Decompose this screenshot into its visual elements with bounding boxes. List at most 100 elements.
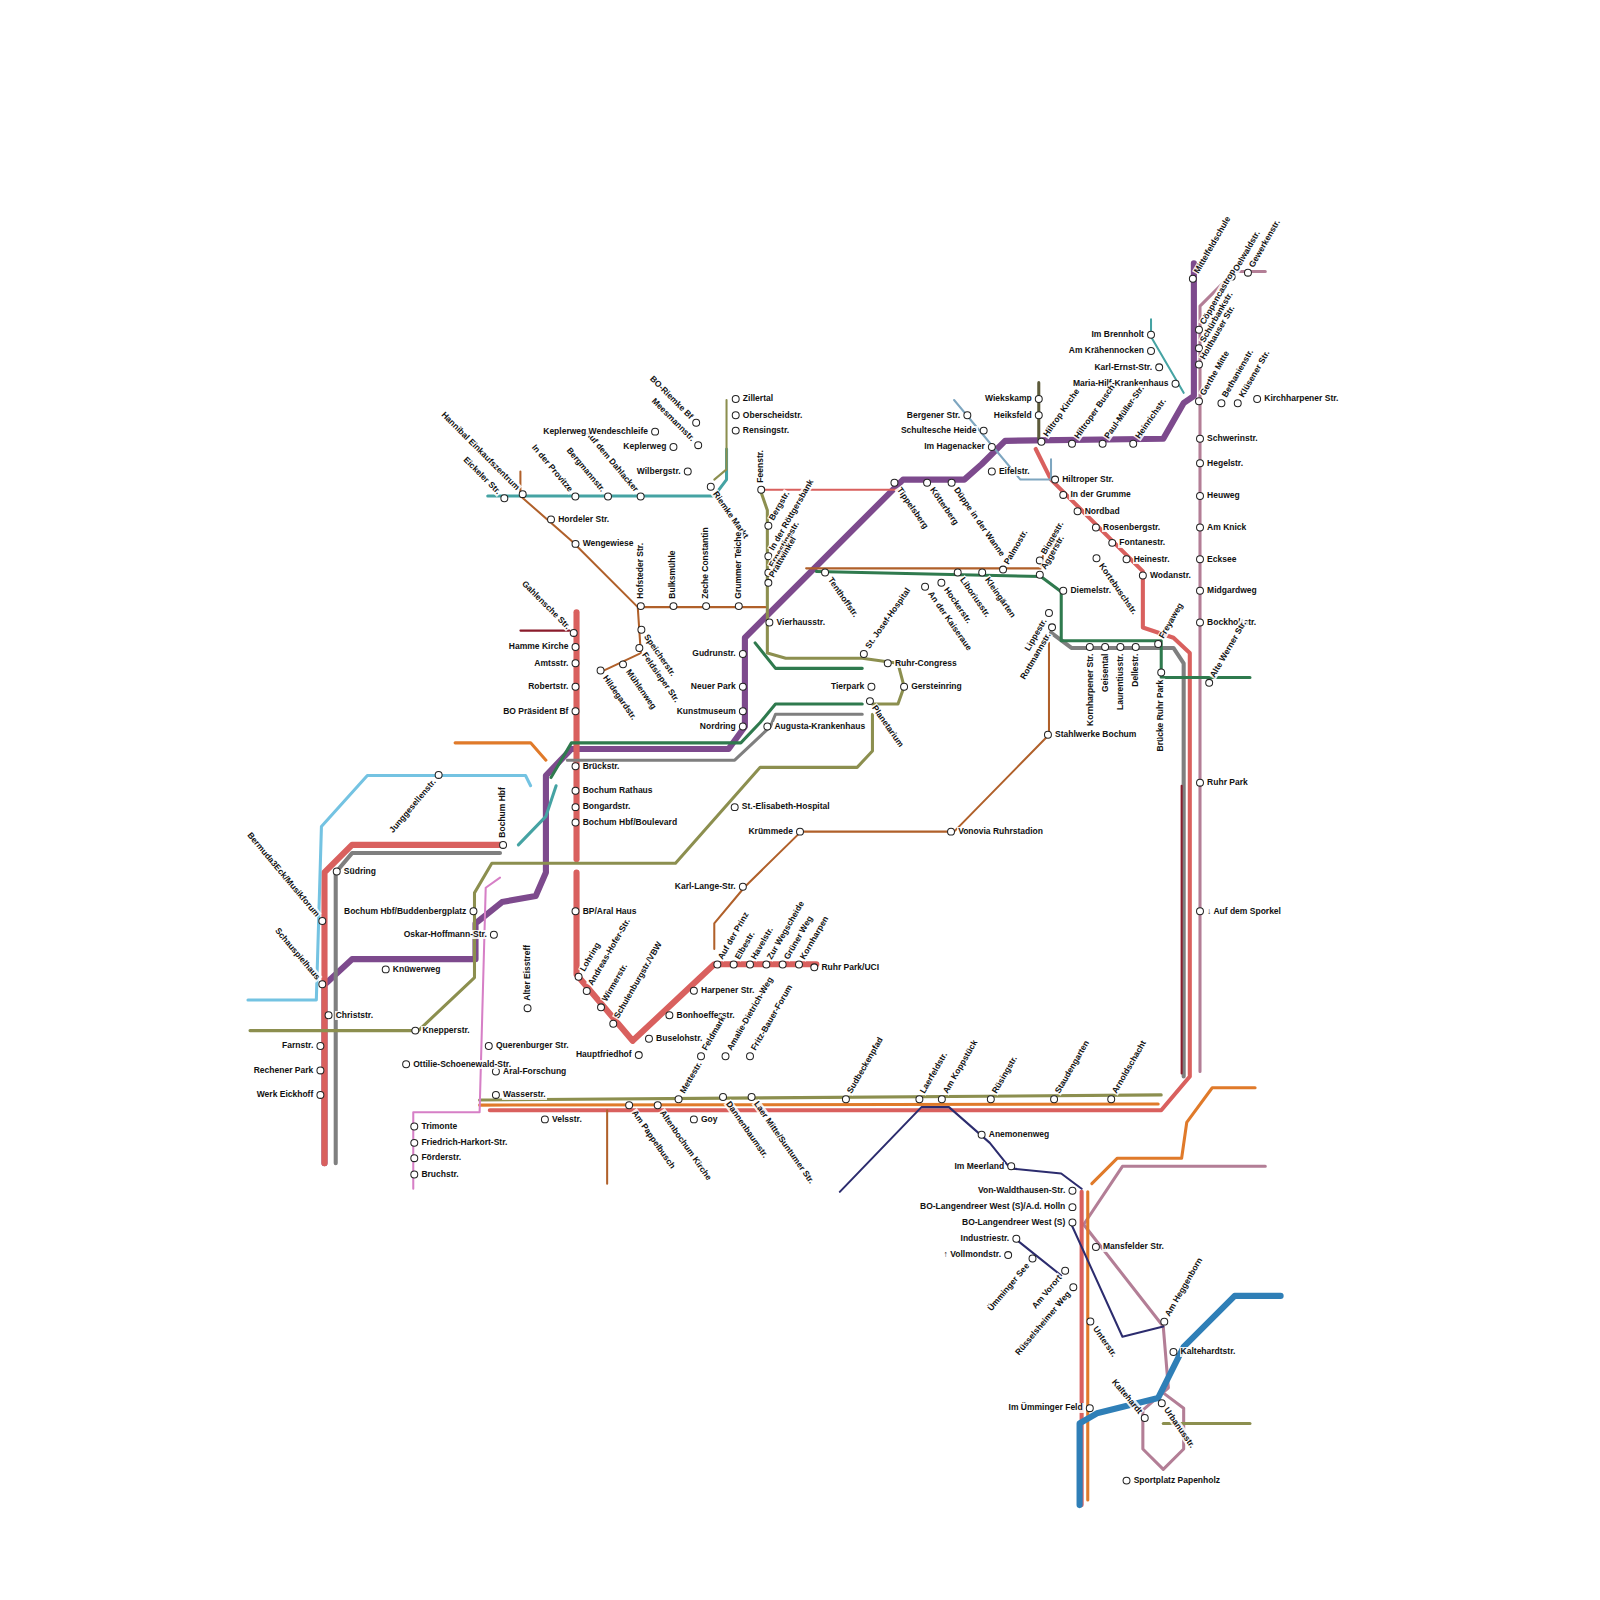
station-label: Bockholtstr. [1206, 618, 1257, 627]
station-label: Midgardweg [1206, 586, 1258, 595]
station-marker [693, 419, 700, 426]
station-marker [1046, 610, 1053, 617]
station-label: Planetarium [870, 703, 907, 750]
transit-line [490, 449, 1190, 1110]
station-marker [1060, 491, 1067, 498]
station-marker [766, 619, 773, 626]
station-marker [739, 723, 746, 730]
station-label: Karl-Ernst-Str. [1093, 363, 1153, 372]
transit-line [480, 1104, 1159, 1105]
station-marker [412, 1027, 419, 1034]
station-marker [901, 683, 908, 690]
station-marker [731, 804, 738, 811]
station-label: Tierpark [830, 682, 865, 691]
station-label: Gudrunstr. [691, 649, 736, 658]
station-label: Buselohstr. [655, 1034, 703, 1043]
station-label: Kaltehardt [1109, 1377, 1144, 1417]
station-label: In der Grumme [1069, 490, 1131, 499]
station-label: Stahlwerke Bochum [1054, 730, 1137, 739]
station-marker [1197, 492, 1204, 499]
station-marker [779, 961, 786, 968]
station-marker [1158, 1400, 1165, 1407]
station-marker [796, 961, 803, 968]
station-marker [411, 1171, 418, 1178]
station-label: Ottilie-Schoenewald-Str. [412, 1060, 512, 1069]
station-label: Harpener Str. [700, 986, 755, 995]
station-marker [403, 1061, 410, 1068]
station-marker [333, 868, 340, 875]
station-marker [675, 1096, 682, 1103]
station-marker [1197, 460, 1204, 467]
transit-line [954, 400, 1051, 480]
station-marker [1008, 1163, 1015, 1170]
station-label: Keplerweg Wendeschleife [542, 427, 649, 436]
station-label: Urbanusstr. [1161, 1405, 1197, 1451]
station-label: Bermuda3Eck/Musikforum [245, 830, 322, 920]
station-marker [979, 569, 986, 576]
station-label: St. Josef-Hospital [864, 586, 914, 652]
station-label: Kaltehardtstr. [1180, 1347, 1237, 1356]
station-marker [654, 1102, 661, 1109]
station-marker [765, 579, 772, 586]
station-label: Alter Eisstreff [523, 944, 532, 1002]
station-marker [739, 883, 746, 890]
station-marker [1069, 1204, 1076, 1211]
station-marker [1197, 619, 1204, 626]
station-label: Eifelstr. [998, 467, 1031, 476]
station-marker [860, 651, 867, 658]
station-label: Gahlensche Str. [519, 578, 572, 631]
station-marker [948, 479, 955, 486]
station-marker [980, 427, 987, 434]
station-marker [764, 723, 771, 730]
station-label: Mittelfeldschule [1192, 214, 1233, 276]
station-marker [765, 522, 772, 529]
station-marker [646, 1035, 653, 1042]
station-marker [1158, 669, 1165, 676]
station-label: Bochum Rathaus [582, 786, 654, 795]
station-marker [572, 683, 579, 690]
station-label: Hegelstr. [1206, 459, 1244, 468]
station-label: Am Knick [1206, 523, 1247, 532]
transit-line [1092, 1088, 1255, 1184]
transit-line [518, 786, 556, 845]
station-label: Vierhausstr. [776, 618, 827, 627]
station-marker [924, 479, 931, 486]
station-marker [1069, 1187, 1076, 1194]
transit-line [602, 607, 641, 671]
station-label: ↑ Vollmondstr. [943, 1250, 1002, 1259]
station-label: Rosenbergstr. [1102, 523, 1161, 532]
station-marker [916, 1096, 923, 1103]
transit-line [324, 263, 1193, 1163]
station-marker [605, 493, 612, 500]
station-marker [1036, 571, 1043, 578]
station-marker [739, 683, 746, 690]
station-marker [319, 981, 326, 988]
station-label: Tippelsberg [894, 485, 930, 531]
station-marker [1035, 412, 1042, 419]
station-label: Farnstr. [281, 1041, 314, 1050]
station-marker [626, 1102, 633, 1109]
station-label: Nordring [699, 722, 737, 731]
station-marker [1044, 731, 1051, 738]
station-marker [747, 961, 754, 968]
transit-line [1084, 1166, 1266, 1469]
station-marker [763, 961, 770, 968]
transit-line [577, 872, 817, 1040]
station-marker [572, 493, 579, 500]
station-marker [637, 603, 644, 610]
station-marker [1254, 396, 1261, 403]
station-marker [572, 540, 579, 547]
station-label: Von-Waldthausen-Str. [977, 1186, 1066, 1195]
station-label: Zillertal [742, 394, 774, 403]
station-label: Staudengarten [1053, 1038, 1092, 1096]
station-marker [866, 698, 873, 705]
station-label: Bongardstr. [582, 802, 632, 811]
station-label: Ruhr-Congress [894, 659, 958, 668]
station-marker [884, 660, 891, 667]
station-label: Kunstmuseum [676, 707, 737, 716]
station-label: Mettestr. [678, 1060, 705, 1097]
station-label: Neuer Park [690, 682, 737, 691]
station-marker [411, 1155, 418, 1162]
station-marker [1196, 361, 1203, 368]
